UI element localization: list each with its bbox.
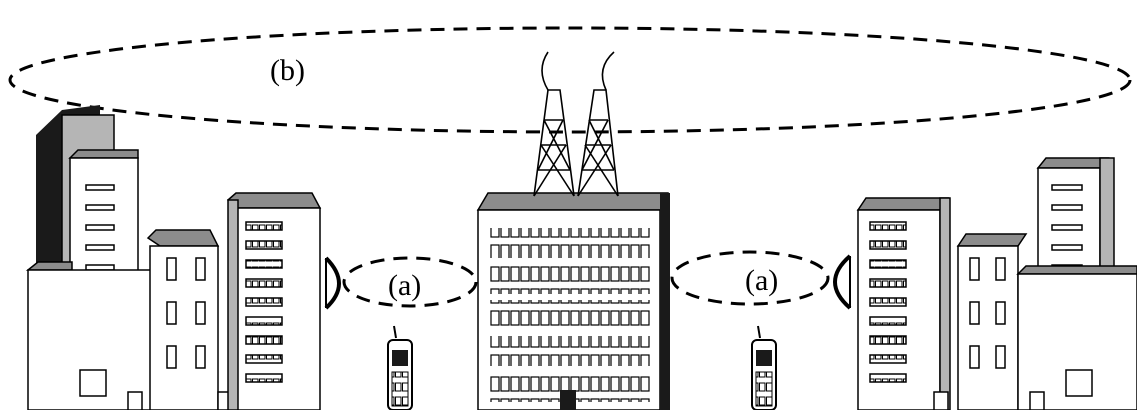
mobile-phone-icon [751,325,777,410]
central-building-windows [490,228,650,402]
right-middle-windows [969,257,1006,369]
microcell-link-right-ellipse [670,250,830,306]
mobile-phone-icon [387,325,413,410]
coverage-label-b: (b) [270,54,305,87]
link-label-a-left: (a) [388,269,421,302]
right-office-door [933,391,949,410]
right-dish-antenna-icon [833,254,852,310]
left-door [127,391,143,410]
left-middle-building [149,245,219,410]
left-building-cluster [25,105,341,410]
macrocell-coverage-ellipse [8,26,1132,134]
central-door [560,390,576,410]
left-front-window [79,369,107,397]
microcell-link-left-ellipse [342,256,478,308]
left-middle-windows [166,257,206,369]
central-building [476,192,670,410]
base-station-tower-icon [533,51,619,197]
link-label-a-right: (a) [745,264,778,297]
right-front-window [1065,369,1093,397]
right-middle-building [957,245,1019,410]
left-office-windows [245,221,283,383]
right-front-door [1029,391,1045,410]
left-dish-antenna-icon [324,256,341,310]
right-building-cluster [833,157,1137,410]
right-office-windows [869,221,907,383]
